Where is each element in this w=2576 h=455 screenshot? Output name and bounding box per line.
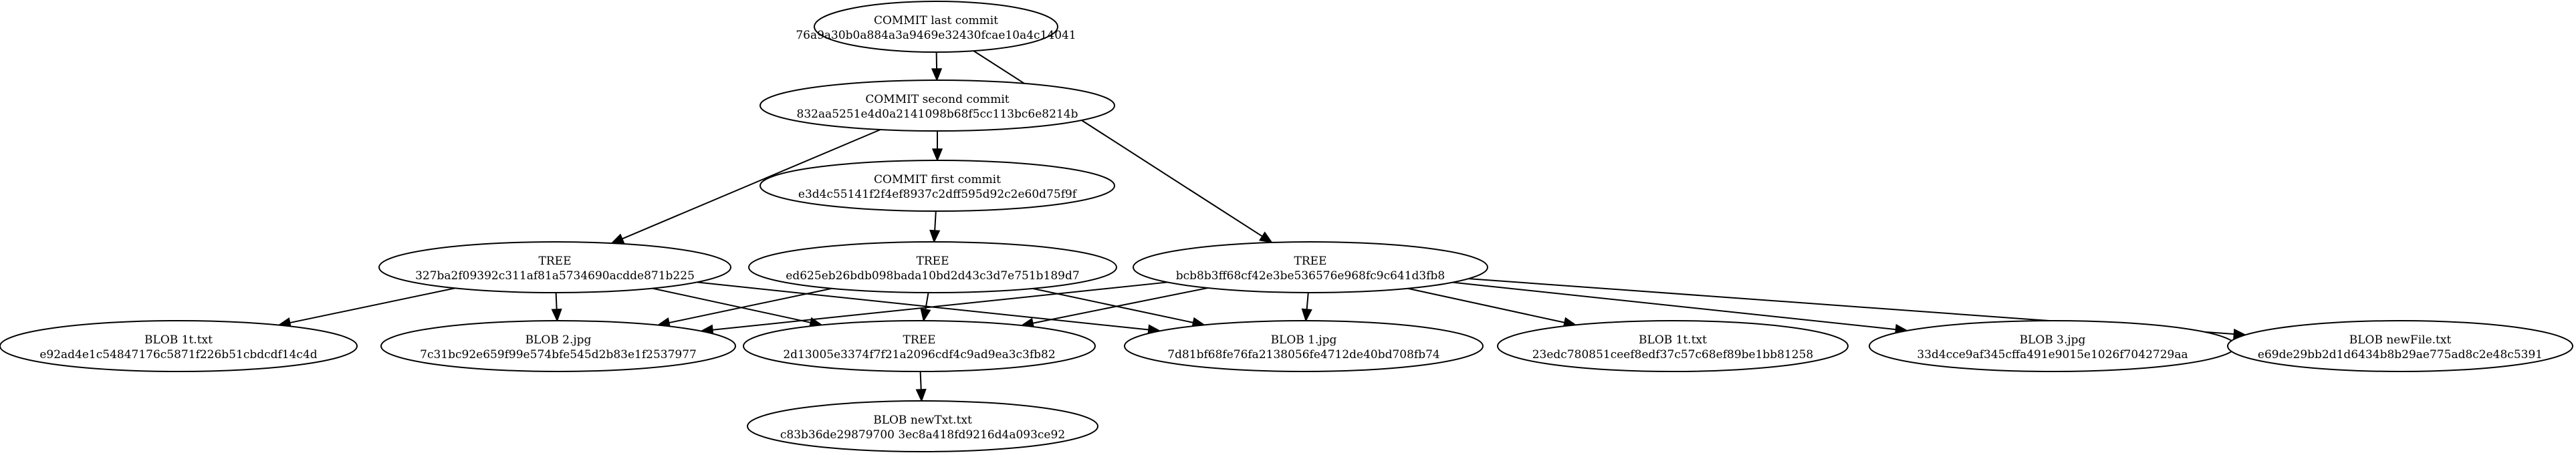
edge-c_first-to-t_ed6 bbox=[929, 210, 941, 243]
edge-line bbox=[973, 50, 1263, 237]
node-hash: 76a9a30b0a884a3a9469e32430fcae10a4c14041 bbox=[796, 29, 1076, 42]
node-title: COMMIT second commit bbox=[865, 93, 1009, 106]
edge-line bbox=[555, 292, 558, 310]
tree-node-t-2d1[interactable]: TREE2d13005e3374f7f21a2096cdf4c9ad9ea3c3… bbox=[743, 320, 1096, 372]
arrowhead-icon bbox=[551, 308, 562, 322]
node-ellipse bbox=[743, 320, 1096, 372]
node-title: BLOB 3.jpg bbox=[2020, 333, 2086, 347]
node-title: BLOB 1t.txt bbox=[1639, 333, 1707, 347]
edge-t_2d1-to-b_newtxt bbox=[915, 371, 927, 402]
node-title: BLOB newFile.txt bbox=[2349, 333, 2452, 347]
arrowhead-icon bbox=[920, 308, 931, 322]
node-hash: 2d13005e3374f7f21a2096cdf4c9ad9ea3c3fb82 bbox=[783, 348, 1055, 361]
edge-line bbox=[925, 292, 929, 310]
edge-c_last-to-t_bcb bbox=[973, 50, 1273, 243]
edge-t_bcb-to-b_1txt_b bbox=[1407, 287, 1577, 328]
commit-node-c-last[interactable]: COMMIT last commit 76a9a30b0a884a3a9469e3… bbox=[796, 1, 1076, 53]
commit-node-c-first[interactable]: COMMIT first commit e3d4c55141f2f4ef8937c… bbox=[759, 160, 1115, 212]
edge-line bbox=[289, 287, 455, 324]
arrowhead-icon bbox=[1301, 308, 1312, 322]
node-hash: c83b36de29879700 3ec8a418fd9216d4a093ce9… bbox=[780, 428, 1065, 442]
edge-line bbox=[1407, 287, 1565, 323]
edge-line bbox=[712, 281, 1168, 331]
arrowhead-icon bbox=[931, 68, 943, 82]
node-hash: e92ad4e1c54847176c5871f226b51cbdcdf14c4d bbox=[39, 348, 317, 361]
arrowhead-icon bbox=[915, 388, 927, 402]
blob-node-b-1jpg[interactable]: BLOB 1.jpg7d81bf68fe76fa2138056fe4712de4… bbox=[1124, 320, 1484, 372]
node-hash: 7c31bc92e659f99e574bfe545d2b83e1f2537977 bbox=[420, 348, 697, 361]
node-title: TREE bbox=[903, 333, 936, 347]
node-hash: 832aa5251e4d0a2141098b68f5cc113bc6e8214b bbox=[797, 108, 1078, 121]
node-ellipse bbox=[0, 320, 358, 372]
node-hash: 327ba2f09392c311af81a5734690acdde871b225 bbox=[415, 269, 695, 283]
node-ellipse bbox=[2227, 320, 2573, 372]
node-ellipse bbox=[759, 160, 1115, 212]
node-hash: e3d4c55141f2f4ef8937c2dff595d92c2e60d75f… bbox=[798, 188, 1078, 201]
node-ellipse bbox=[1497, 320, 1849, 372]
edge-c_last-to-c_second bbox=[931, 51, 943, 82]
edge-t_bcb-to-b_1jpg bbox=[1301, 292, 1312, 322]
edge-line bbox=[697, 281, 1149, 331]
tree-node-t-327[interactable]: TREE327ba2f09392c311af81a5734690acdde871… bbox=[378, 241, 731, 293]
edge-line bbox=[934, 210, 937, 231]
node-title: COMMIT last commit bbox=[874, 14, 998, 27]
node-title: BLOB 2.jpg bbox=[525, 333, 592, 347]
node-ellipse bbox=[380, 320, 736, 372]
edge-line bbox=[1452, 281, 1896, 331]
edges-layer bbox=[277, 50, 2247, 402]
node-title: BLOB newTxt.txt bbox=[873, 414, 972, 427]
edge-t_327-to-b_2jpg bbox=[551, 292, 562, 322]
node-hash: 33d4cce9af345cffa491e9015e1026f7042729aa bbox=[1917, 348, 2188, 361]
tree-node-t-ed6[interactable]: TREEed625eb26bdb098bada10bd2d43c3d7e751b… bbox=[748, 241, 1117, 293]
blob-node-b-1txt-a[interactable]: BLOB 1t.txte92ad4e1c54847176c5871f226b51… bbox=[0, 320, 358, 372]
node-title: TREE bbox=[917, 255, 949, 268]
node-title: TREE bbox=[539, 255, 572, 268]
node-ellipse bbox=[1133, 241, 1488, 293]
edge-line bbox=[1032, 287, 1193, 323]
blob-node-b-3jpg[interactable]: BLOB 3.jpg33d4cce9af345cffa491e9015e1026… bbox=[1869, 320, 2236, 372]
edge-line bbox=[669, 287, 832, 324]
edge-line bbox=[622, 129, 881, 240]
node-ellipse bbox=[759, 80, 1115, 132]
arrowhead-icon bbox=[610, 233, 625, 244]
node-ellipse bbox=[814, 1, 1058, 53]
arrowhead-icon bbox=[1258, 231, 1273, 243]
node-hash: 23edc780851ceef8edf37c57c68ef89be1bb8125… bbox=[1532, 348, 1814, 361]
arrowhead-icon bbox=[929, 229, 941, 243]
edge-line bbox=[1306, 292, 1309, 310]
node-ellipse bbox=[378, 241, 731, 293]
blob-node-b-newfile[interactable]: BLOB newFile.txte69de29bb2d1d6434b8b29ae… bbox=[2227, 320, 2573, 372]
edge-line bbox=[1032, 287, 1208, 324]
node-hash: 7d81bf68fe76fa2138056fe4712de40bd708fb74 bbox=[1167, 348, 1439, 361]
node-ellipse bbox=[747, 400, 1098, 452]
node-ellipse bbox=[748, 241, 1117, 293]
edge-t_ed6-to-t_2d1 bbox=[920, 292, 931, 322]
blob-node-b-2jpg[interactable]: BLOB 2.jpg7c31bc92e659f99e574bfe545d2b83… bbox=[380, 320, 736, 372]
node-hash: e69de29bb2d1d6434b8b29ae775ad8c2e48c5391 bbox=[2258, 348, 2543, 361]
node-hash: ed625eb26bdb098bada10bd2d43c3d7e751b189d… bbox=[786, 269, 1079, 283]
edge-line bbox=[652, 287, 811, 323]
commit-node-c-second[interactable]: COMMIT second commit 832aa5251e4d0a214109… bbox=[759, 80, 1115, 132]
edge-c_second-to-c_first bbox=[931, 131, 943, 162]
node-title: BLOB 1.jpg bbox=[1271, 333, 1337, 347]
arrowhead-icon bbox=[931, 148, 943, 162]
node-title: COMMIT first commit bbox=[874, 173, 1001, 186]
node-title: BLOB 1t.txt bbox=[144, 333, 213, 347]
edge-t_327-to-b_1txt_a bbox=[277, 287, 455, 328]
node-ellipse bbox=[1124, 320, 1484, 372]
node-title: TREE bbox=[1294, 255, 1327, 268]
node-hash: bcb8b3ff68cf42e3be536576e968fc9c641d3fb8 bbox=[1176, 269, 1445, 283]
tree-node-t-bcb[interactable]: TREEbcb8b3ff68cf42e3be536576e968fc9c641d… bbox=[1133, 241, 1488, 293]
blob-node-b-1txt-b[interactable]: BLOB 1t.txt23edc780851ceef8edf37c57c68ef… bbox=[1497, 320, 1849, 372]
